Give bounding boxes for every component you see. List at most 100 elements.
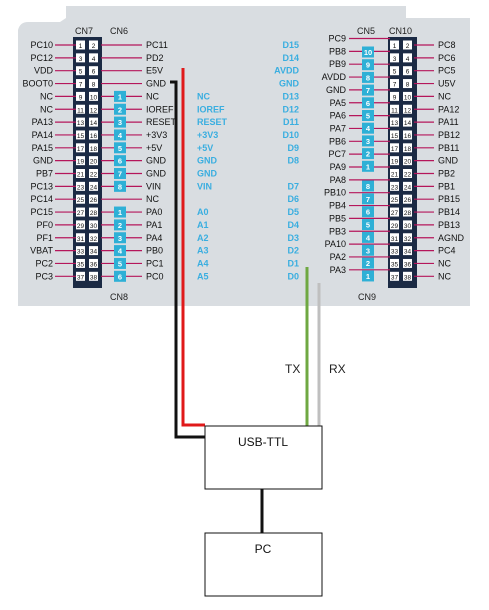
cn7-pin-number: 35 [77,261,85,268]
cn5-pin-number: 7 [366,86,370,95]
cn7-pin-number: 22 [90,172,98,179]
cn7-pin-box [76,233,85,243]
cn10-pin-box [390,246,399,256]
cn10-left-pin-label: PA10 [325,239,346,249]
cn5-pin-number: 4 [366,124,371,133]
arduino-right-label: AVDD [274,66,299,76]
cn10-right-pin-label: PB2 [438,169,455,179]
cn6-pin [114,168,126,179]
cn9-label: CN9 [358,292,376,302]
cn7-pin-box [76,156,85,166]
cn7-left-pin-label: PB7 [36,169,53,179]
cn7-right-pin-label: NC [146,194,159,204]
cn7-right-pin-label: VIN [146,181,161,191]
cn10-pin-number: 18 [404,146,412,153]
cn6-pin-number: 7 [118,170,122,179]
cn7-right-pin-label: PB0 [146,246,163,256]
cn10-pin-box [390,207,399,217]
cn5-pin [362,160,374,172]
cn7-pin-box [89,169,98,178]
cn10-pin-box [403,53,412,63]
cn10-pin-number: 37 [391,274,399,281]
cn5-pin [362,148,374,160]
cn7-pin-box [76,117,85,127]
cn7-pin-box [76,169,85,178]
cn8-pin-number: 4 [118,247,123,256]
cn10-pin-number: 24 [404,184,412,191]
cn10-left-pin-label: PA2 [330,252,346,262]
cn10-pin-number: 5 [393,69,397,76]
pc-box [204,532,323,597]
arduino-right-label: D7 [287,181,299,191]
cn10-right-pin-label: PC6 [438,53,456,63]
cn7-left-pin-label: PF0 [36,220,53,230]
cn7-pin-number: 12 [90,107,98,114]
cn8-pin-number: 1 [118,208,122,217]
cn10-pin-number: 7 [393,82,397,89]
cn7-right-pin-label: +3V3 [146,130,167,140]
cn9-pin [362,193,374,205]
cn8-pin [114,245,126,257]
cn10-pin-box [390,220,399,230]
cn7-pin-number: 26 [90,197,98,204]
cn7-pin-number: 27 [77,210,85,217]
arduino-right-label: D8 [287,156,299,166]
arduino-right-label: D5 [287,207,299,217]
cn10-left-pin-label: PB9 [329,59,346,69]
cn9-pin [362,180,374,192]
arduino-right-label: D6 [287,194,299,204]
cn7-pin-box [76,194,85,204]
cn8-pin [114,219,126,231]
cn7-pin-box [76,220,85,230]
cn5-pin-number: 2 [366,150,370,159]
cn7-pin-box [76,258,85,268]
cn6-pin-number: 4 [118,131,123,140]
arduino-left-label: A3 [197,246,209,256]
cn10-left-pin-label: PC9 [328,34,346,44]
cn10-left-pin-label: PA7 [330,123,346,133]
cn5-label: CN5 [357,26,375,36]
cn7-pin-number: 5 [79,69,83,76]
cn10-right-pin-label: AGND [438,233,465,243]
cn10-right-pin-label: PA11 [438,117,459,127]
cn7-pin-box [89,246,98,256]
cn10-pin-box [403,271,412,281]
cn7-left-pin-label: PA15 [32,143,53,153]
cn6-pin [114,103,126,115]
cn7-pin-number: 16 [90,133,98,140]
cn5-pin [362,59,374,71]
cn7-pin-box [76,130,85,140]
cn10-pin-box [403,207,412,217]
cn7-left-pin-label: PC15 [30,207,53,217]
cn7-left-pin-label: BOOT0 [22,79,53,89]
arduino-right-label: D13 [282,91,299,101]
cn10-pin-number: 10 [404,94,412,101]
cn10-left-pin-label: PC7 [328,149,346,159]
cn10-right-pin-label: GND [438,156,459,166]
cn7-pin-number: 31 [77,236,85,243]
arduino-left-label: A5 [197,271,209,281]
cn10-pin-number: 30 [404,223,412,230]
cn5-pin [362,97,374,109]
cn6-pin-number: 8 [118,182,122,191]
cn5-pin-number: 6 [366,99,370,108]
pc-label: PC [255,542,272,556]
tx-label: TX [285,362,300,376]
cn6-pin [114,180,126,192]
cn10-pin-number: 12 [404,107,412,114]
cn10-pin-number: 15 [391,133,399,140]
cn8-pin [114,270,126,282]
arduino-left-label: +5V [197,143,213,153]
cn9-pin [362,231,374,243]
cn7-pin-box [76,181,85,191]
cn5-pin [362,122,374,134]
cn7-pin-box [89,40,98,50]
arduino-left-label: IOREF [197,104,225,114]
cn10-pin-number: 22 [404,172,412,179]
cn6-pin [114,142,126,154]
cn10-pin-box [403,130,412,140]
cn9-pin-number: 1 [366,272,370,281]
cn10-pin-number: 28 [404,210,412,217]
cn10-right-pin-label: PC4 [438,246,456,256]
cn9-pin-number: 2 [366,259,370,268]
